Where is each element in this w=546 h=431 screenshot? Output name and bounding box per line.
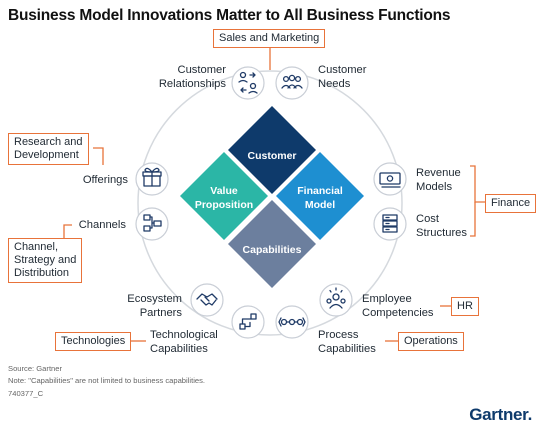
financial-label-2: Model (305, 199, 335, 211)
cost-stack-icon (382, 214, 398, 233)
rnd-connector (93, 147, 104, 165)
financial-model-diamond (276, 152, 364, 240)
banknote-icon (379, 172, 401, 188)
people-group-icon (281, 74, 303, 89)
process-capabilities-circle (275, 305, 309, 339)
value-label-1: Value (210, 185, 238, 197)
revenue-models-line2: Models (416, 181, 453, 193)
ecosystem-partners-line1: Ecosystem (127, 293, 182, 305)
employee-competencies-line1: Employee (362, 293, 412, 305)
network-icon (239, 313, 257, 330)
employee-icon (326, 287, 346, 309)
value-proposition-diamond (180, 152, 268, 240)
brand-text: Gartner (469, 405, 528, 424)
finance-connector-top (470, 165, 485, 203)
customer-needs-circle (275, 66, 309, 100)
process-capabilities-line2: Capabilities (318, 343, 376, 355)
gift-icon (142, 167, 162, 187)
process-icon (278, 317, 306, 327)
operations-box: Operations (398, 332, 464, 351)
channel-flow-icon (143, 214, 162, 232)
ecosystem-partners-line2: Partners (139, 307, 182, 319)
customer-needs-line1: Customer (318, 64, 367, 76)
finance-box: Finance (485, 194, 537, 213)
cost-structures-line2: Structures (416, 227, 467, 239)
customer-relationships-circle (231, 66, 265, 100)
revenue-models-label: Revenue Models (416, 166, 461, 194)
sales-marketing-box: Sales and Marketing (213, 29, 326, 48)
research-development-line2: Development (14, 149, 79, 161)
financial-label-1: Financial (297, 185, 343, 197)
customer-diamond (228, 106, 316, 194)
revenue-models-circle (373, 162, 407, 196)
channel-connector (63, 224, 72, 238)
research-development-line1: Research and (14, 136, 83, 148)
employee-competencies-line2: Competencies (362, 307, 434, 319)
process-capabilities-line1: Process (318, 329, 359, 341)
finance-connector-bottom (470, 202, 476, 237)
relationships-icon (238, 71, 258, 94)
channel-strategy-line3: Distribution (14, 267, 70, 279)
source-note: Source: Gartner (8, 364, 63, 373)
hr-box: HR (451, 297, 479, 316)
channel-strategy-line1: Channel, (14, 241, 59, 253)
capabilities-diamond (228, 200, 316, 288)
cost-structures-line1: Cost (416, 213, 440, 225)
customer-needs-label: Customer Needs (318, 63, 367, 91)
technologies-box: Technologies (55, 332, 132, 351)
technological-capabilities-line1: Technological (150, 329, 218, 341)
footnote: Note: "Capabilities" are not limited to … (8, 376, 206, 385)
page-title: Business Model Innovations Matter to All… (8, 7, 451, 24)
customer-relationships-line2: Relationships (158, 78, 226, 90)
technological-capabilities-circle (231, 305, 265, 339)
channel-strategy-line2: Strategy and (14, 254, 77, 266)
channels-label: Channels (78, 219, 126, 231)
technological-capabilities-label: Technological Capabilities (150, 328, 218, 356)
gartner-logo: Gartner. (469, 405, 532, 424)
value-label-2: Proposition (195, 199, 253, 211)
figure-id: 740377_C (8, 389, 44, 398)
customer-label: Customer (247, 150, 296, 162)
ecosystem-partners-circle (190, 283, 224, 317)
cost-structures-label: Cost Structures (416, 212, 467, 240)
customer-needs-line2: Needs (318, 78, 351, 90)
capabilities-label: Capabilities (243, 244, 302, 256)
outer-ring (137, 70, 403, 336)
process-capabilities-label: Process Capabilities (318, 328, 376, 356)
cost-structures-circle (373, 207, 407, 241)
customer-relationships-line1: Customer (177, 64, 227, 76)
customer-relationships-label: Customer Relationships (146, 63, 226, 91)
technological-capabilities-line2: Capabilities (150, 343, 208, 355)
employee-competencies-label: Employee Competencies (362, 292, 434, 320)
channel-strategy-box: Channel, Strategy and Distribution (8, 238, 83, 283)
offerings-label: Offerings (82, 174, 128, 186)
revenue-models-line1: Revenue (416, 167, 461, 179)
research-development-box: Research and Development (8, 133, 89, 165)
ecosystem-partners-label: Ecosystem Partners (100, 292, 182, 320)
handshake-icon (196, 293, 218, 306)
